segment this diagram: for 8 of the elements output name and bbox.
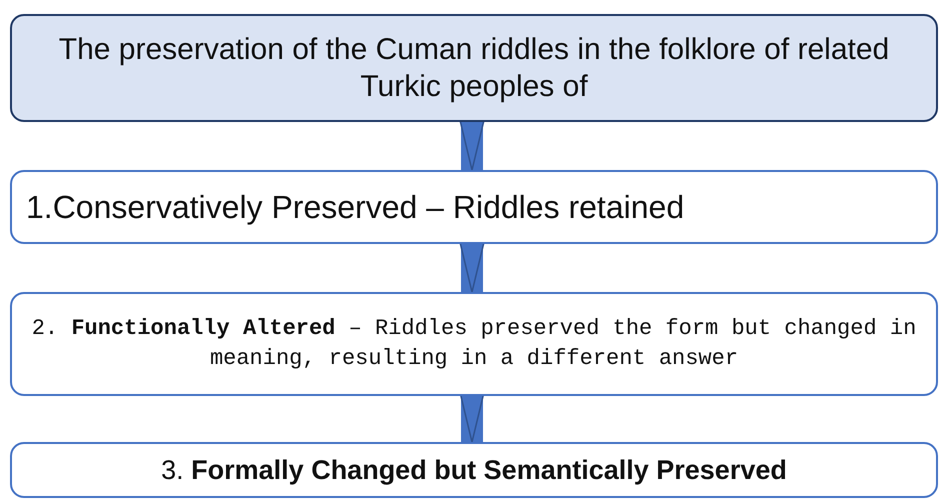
step-text: 1.Conservatively Preserved – Riddles retained: [26, 188, 684, 226]
process-box: [10, 442, 938, 498]
process-box: [10, 170, 938, 244]
title-box: [10, 14, 938, 122]
box-title: The preservation of the Cuman riddles in the folklore of related Turkic peoples of: [58, 32, 890, 105]
process-box: [10, 292, 938, 396]
step-text: 3. Formally Changed but Semantically Preserved: [161, 454, 787, 486]
step-text: 2. Functionally Altered – Riddles preserved the form but changed in meaning, resulting in a different answer: [30, 315, 918, 373]
